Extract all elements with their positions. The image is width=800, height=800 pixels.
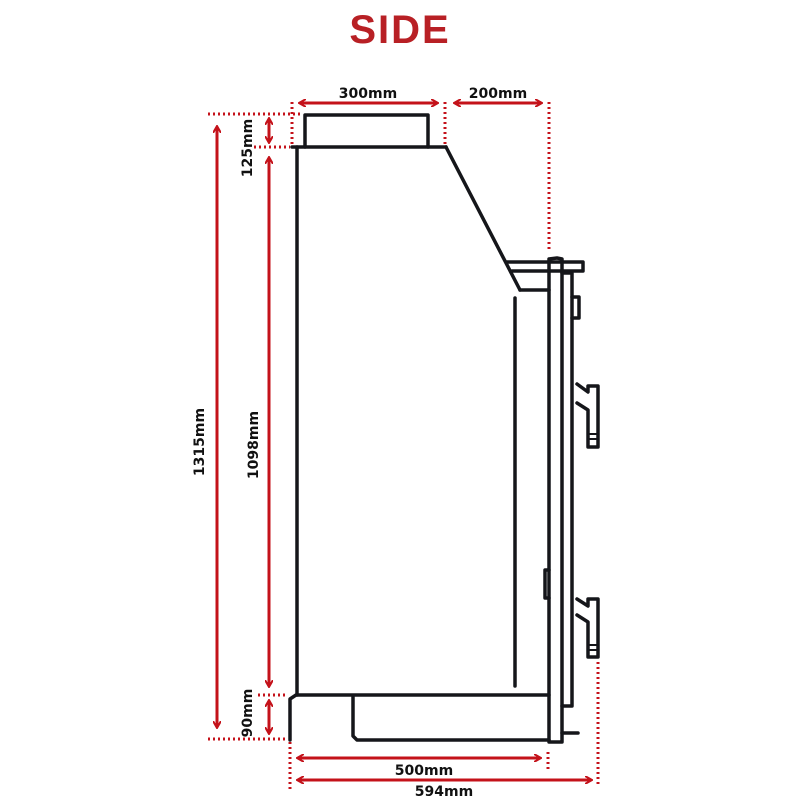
label-1315mm: 1315mm [192,408,208,476]
label-90mm: 90mm [240,689,256,738]
dimension-arrows [217,103,591,780]
extension-lines [208,102,600,790]
diagram-title: SIDE [349,8,451,52]
dimension-labels: 300mm 200mm 125mm 1315mm 1098mm 90mm 500… [192,86,527,800]
label-594mm: 594mm [415,784,473,800]
label-1098mm: 1098mm [246,411,262,479]
label-300mm: 300mm [339,86,397,102]
label-200mm: 200mm [469,86,527,102]
stove-outline [288,113,600,744]
label-125mm: 125mm [240,119,256,177]
label-500mm: 500mm [395,763,453,779]
